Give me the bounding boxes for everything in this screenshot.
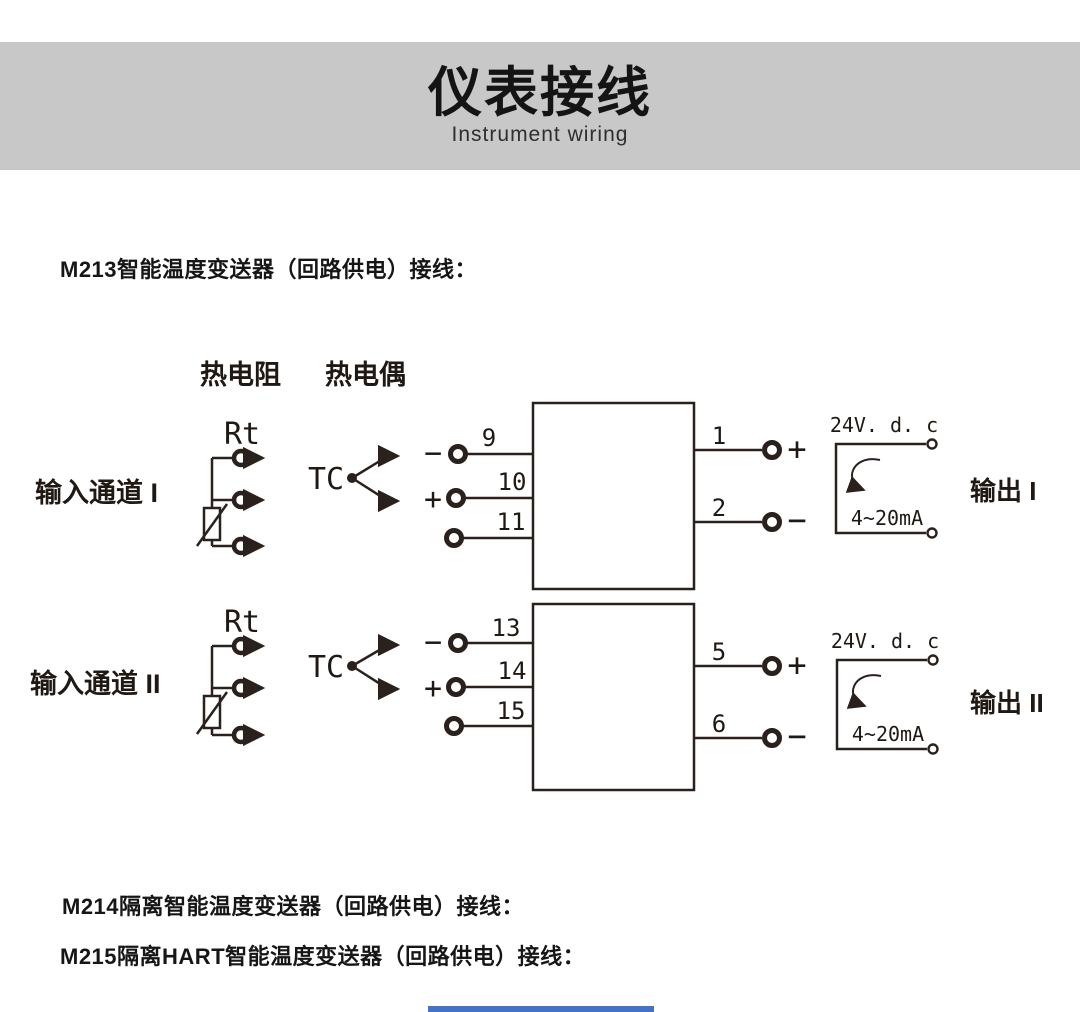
tc-arrow-minus xyxy=(351,633,401,668)
minus-sign: − xyxy=(787,501,806,539)
sensor-type-labels: 热电阻 热电偶 xyxy=(200,360,406,390)
m213-heading: M213智能温度变送器（回路供电）接线： xyxy=(60,257,478,282)
channel1-terminals: 9 10 11 xyxy=(444,424,533,548)
rtd-resistor-slash xyxy=(195,691,229,735)
terminal-ring xyxy=(762,728,782,748)
terminal-ring xyxy=(762,656,782,676)
terminal-number: 15 xyxy=(497,697,526,725)
power-loop-2: 24V. d. c 4~20mA xyxy=(831,629,939,755)
terminal-ring xyxy=(762,440,782,460)
rtd-symbol xyxy=(195,446,266,558)
rtd-type-label: 热电阻 xyxy=(200,360,281,390)
transmitter-body xyxy=(531,401,696,792)
current-direction-arrow xyxy=(845,458,881,493)
terminal-ring xyxy=(231,678,251,698)
loop-terminal xyxy=(927,743,939,755)
transmitter-module-1 xyxy=(531,401,696,591)
footer-accent-bar xyxy=(428,1006,654,1012)
m214-heading: M214隔离智能温度变送器（回路供电）接线： xyxy=(62,894,525,919)
tc-arrow-minus xyxy=(351,444,401,480)
current-range-label: 4~20mA xyxy=(852,722,924,746)
channel2-terminals: 13 14 15 xyxy=(444,614,533,736)
rtd-symbol xyxy=(195,634,266,747)
terminal-ring xyxy=(231,636,251,656)
channel2-label: 输入通道 II xyxy=(30,668,161,699)
minus-sign: − xyxy=(787,717,806,755)
channel2-rt-label: Rt xyxy=(224,605,260,640)
channel2-tc-label: TC xyxy=(308,650,344,685)
rtd-resistor-slash xyxy=(195,503,229,547)
loop-outline xyxy=(835,658,927,751)
terminal-ring xyxy=(444,528,464,548)
channel1-tc-label: TC xyxy=(308,462,344,497)
plus-sign: + xyxy=(424,671,442,706)
terminal-number: 10 xyxy=(498,468,527,496)
input-channel-1: 输入通道 I Rt TC − + xyxy=(35,417,533,558)
terminal-ring xyxy=(231,725,251,745)
tc-fork: TC − + xyxy=(308,625,442,706)
rtd-stub-wires xyxy=(212,644,233,737)
loop-terminal xyxy=(926,527,938,539)
loop-terminal xyxy=(926,438,938,450)
terminal-ring xyxy=(448,633,468,653)
header-banner: 仪表接线 Instrument wiring xyxy=(0,42,1080,170)
terminal-ring xyxy=(231,490,251,510)
output1-label: 输出 I xyxy=(970,476,1036,506)
terminal-number: 14 xyxy=(498,657,527,685)
terminal-number: 1 xyxy=(712,422,726,450)
supply-voltage-label: 24V. d. c xyxy=(831,629,939,653)
tc-arrow-plus xyxy=(351,664,401,701)
channel1-label: 输入通道 I xyxy=(35,477,158,508)
rtd-stub-wires xyxy=(212,456,233,548)
terminal-ring xyxy=(446,677,466,697)
plus-sign: + xyxy=(787,646,806,684)
terminal-ring xyxy=(762,512,782,532)
terminal-ring xyxy=(448,444,468,464)
tc-arrow-plus xyxy=(351,476,401,513)
terminal-number: 13 xyxy=(492,614,521,642)
loop-terminal xyxy=(927,654,939,666)
transmitter-module-2 xyxy=(531,602,696,792)
channel1-rt-label: Rt xyxy=(224,417,260,452)
tc-fork: TC − + xyxy=(308,436,442,517)
loop-outline xyxy=(834,442,926,535)
supply-voltage-label: 24V. d. c xyxy=(830,413,938,437)
current-range-label: 4~20mA xyxy=(851,506,923,530)
m215-heading: M215隔离HART智能温度变送器（回路供电）接线： xyxy=(60,944,586,969)
input-channel-2: 输入通道 II Rt TC − + xyxy=(30,605,533,747)
output2-label: 输出 II xyxy=(970,688,1044,718)
terminal-ring xyxy=(444,716,464,736)
plus-sign: + xyxy=(787,430,806,468)
minus-sign: − xyxy=(424,436,442,471)
terminal-number: 5 xyxy=(712,638,726,666)
terminal-number: 2 xyxy=(712,494,726,522)
terminal-ring xyxy=(231,448,251,468)
minus-sign: − xyxy=(424,625,442,660)
page-subtitle: Instrument wiring xyxy=(451,122,629,146)
terminal-ring xyxy=(231,536,251,556)
terminal-number: 9 xyxy=(482,424,496,452)
power-loop-1: 24V. d. c 4~20mA xyxy=(830,413,938,539)
terminal-number: 6 xyxy=(712,710,726,738)
page-title: 仪表接线 xyxy=(428,62,652,123)
terminal-ring xyxy=(446,488,466,508)
terminal-number: 11 xyxy=(497,508,526,536)
thermocouple-type-label: 热电偶 xyxy=(325,360,406,390)
output-2: 5 + 6 − 24V. d. c 4~20mA 输出 II xyxy=(694,629,1044,755)
plus-sign: + xyxy=(424,482,442,517)
output-1: 1 + 2 − 24V. d. c 4~20mA 输出 I xyxy=(694,413,1036,539)
current-direction-arrow xyxy=(846,674,882,709)
